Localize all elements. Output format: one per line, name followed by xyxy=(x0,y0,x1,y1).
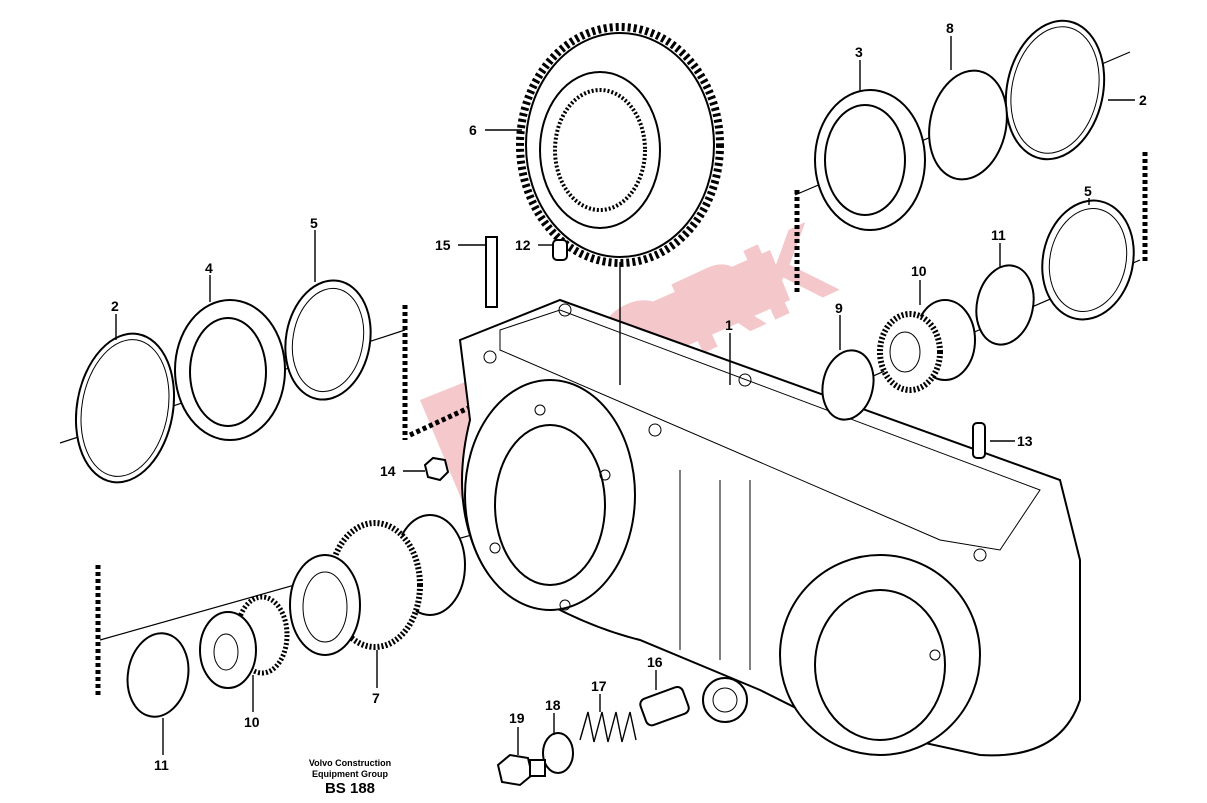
leader-lines xyxy=(115,36,1135,755)
drawing-code: BS 188 xyxy=(324,780,376,797)
callout-18: 18 xyxy=(545,697,561,713)
pin-12 xyxy=(552,239,568,261)
callout-5-left: 5 xyxy=(310,215,318,231)
stud-15 xyxy=(485,236,498,308)
callout-1: 1 xyxy=(725,317,733,333)
ring-11-bottom xyxy=(126,632,190,718)
callout-8: 8 xyxy=(946,20,954,36)
bearing-3 xyxy=(814,89,926,231)
callout-14: 14 xyxy=(380,463,396,479)
spring-17 xyxy=(579,711,637,743)
sleeve-10-right xyxy=(877,299,976,393)
callout-16: 16 xyxy=(647,654,663,670)
hub-7 xyxy=(289,514,466,656)
callout-3: 3 xyxy=(855,44,863,60)
company-line1: Volvo Construction xyxy=(308,758,392,768)
callout-10-right: 10 xyxy=(911,263,927,279)
ring-5-right xyxy=(1041,199,1135,321)
ring-2-right xyxy=(1004,19,1106,161)
callout-12: 12 xyxy=(515,237,531,253)
callout-9: 9 xyxy=(835,300,843,316)
nut-14 xyxy=(423,456,450,482)
gear-6 xyxy=(516,23,724,267)
callout-17: 17 xyxy=(591,678,607,694)
ring-9 xyxy=(821,349,875,421)
callout-13: 13 xyxy=(1017,433,1033,449)
ring-5-left xyxy=(284,279,372,401)
ring-2-left xyxy=(74,332,176,484)
callout-6: 6 xyxy=(469,122,477,138)
callout-5-right: 5 xyxy=(1084,183,1092,199)
bearing-4 xyxy=(174,299,286,441)
callout-2-left: 2 xyxy=(111,298,119,314)
pin-13 xyxy=(972,422,986,459)
sleeve-10-bottom xyxy=(199,594,290,689)
callout-2-right: 2 xyxy=(1139,92,1147,108)
washer-18 xyxy=(542,732,574,774)
plug-19 xyxy=(496,753,546,787)
callout-19: 19 xyxy=(509,710,525,726)
ring-11-right xyxy=(975,264,1035,346)
piston-16 xyxy=(639,686,690,727)
callout-10-bottom: 10 xyxy=(244,714,260,730)
housing xyxy=(458,298,1081,757)
company-caption: Volvo Construction Equipment Group xyxy=(290,758,410,780)
callout-4: 4 xyxy=(205,260,213,276)
callout-15: 15 xyxy=(435,237,451,253)
callout-11-bottom: 11 xyxy=(154,757,169,773)
callout-7: 7 xyxy=(372,690,380,706)
callout-11-right: 11 xyxy=(991,227,1006,243)
company-line2: Equipment Group xyxy=(312,769,388,779)
ring-8 xyxy=(928,69,1008,181)
